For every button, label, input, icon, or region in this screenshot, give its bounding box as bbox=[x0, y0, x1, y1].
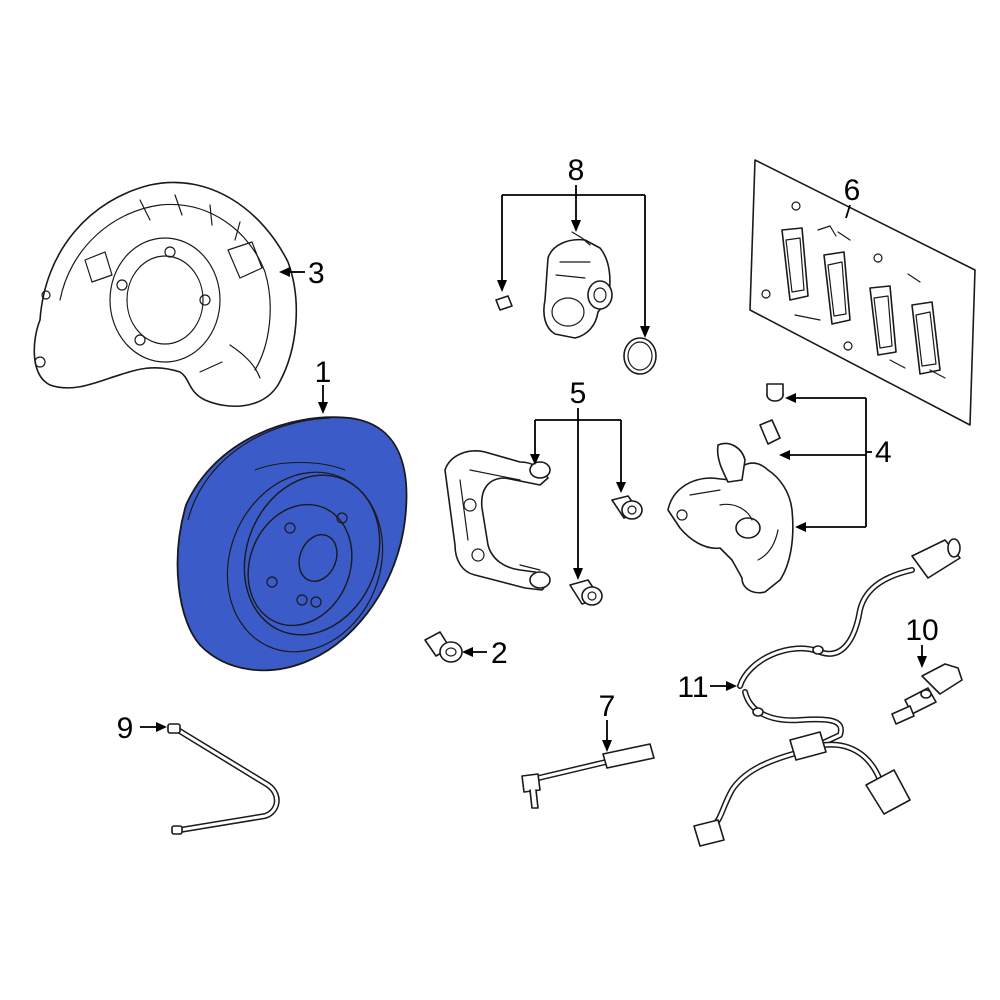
sensor-harness[interactable] bbox=[693, 538, 961, 847]
brake-rotor[interactable] bbox=[176, 416, 409, 675]
pad-wear-sensor[interactable] bbox=[521, 743, 655, 809]
callout-4[interactable]: 4 bbox=[875, 436, 892, 469]
caliper[interactable] bbox=[667, 383, 794, 594]
caliper-bracket[interactable] bbox=[444, 450, 551, 591]
callout-labels: 1 2 3 4 5 6 7 8 9 10 11 bbox=[117, 154, 939, 745]
callout-11[interactable]: 11 bbox=[677, 671, 708, 704]
callout-6[interactable]: 6 bbox=[844, 174, 861, 207]
callout-1[interactable]: 1 bbox=[315, 356, 332, 389]
guide-bushing-upper[interactable] bbox=[611, 495, 643, 520]
callout-2[interactable]: 2 bbox=[491, 637, 508, 670]
callout-10[interactable]: 10 bbox=[905, 614, 938, 647]
leader-lines bbox=[140, 185, 927, 752]
callout-7[interactable]: 7 bbox=[599, 690, 616, 723]
callout-5[interactable]: 5 bbox=[570, 377, 587, 410]
guide-bushing-lower[interactable] bbox=[569, 579, 603, 606]
callout-9[interactable]: 9 bbox=[117, 712, 134, 745]
parking-brake-actuator[interactable] bbox=[495, 231, 657, 375]
splash-shield[interactable] bbox=[33, 181, 298, 408]
brake-pad-set[interactable] bbox=[749, 159, 976, 426]
wear-sensor-lead[interactable] bbox=[167, 723, 280, 835]
callout-8[interactable]: 8 bbox=[568, 154, 585, 187]
callout-3[interactable]: 3 bbox=[308, 257, 325, 290]
abs-sensor[interactable] bbox=[891, 663, 963, 725]
rotor-screw[interactable] bbox=[424, 631, 463, 663]
